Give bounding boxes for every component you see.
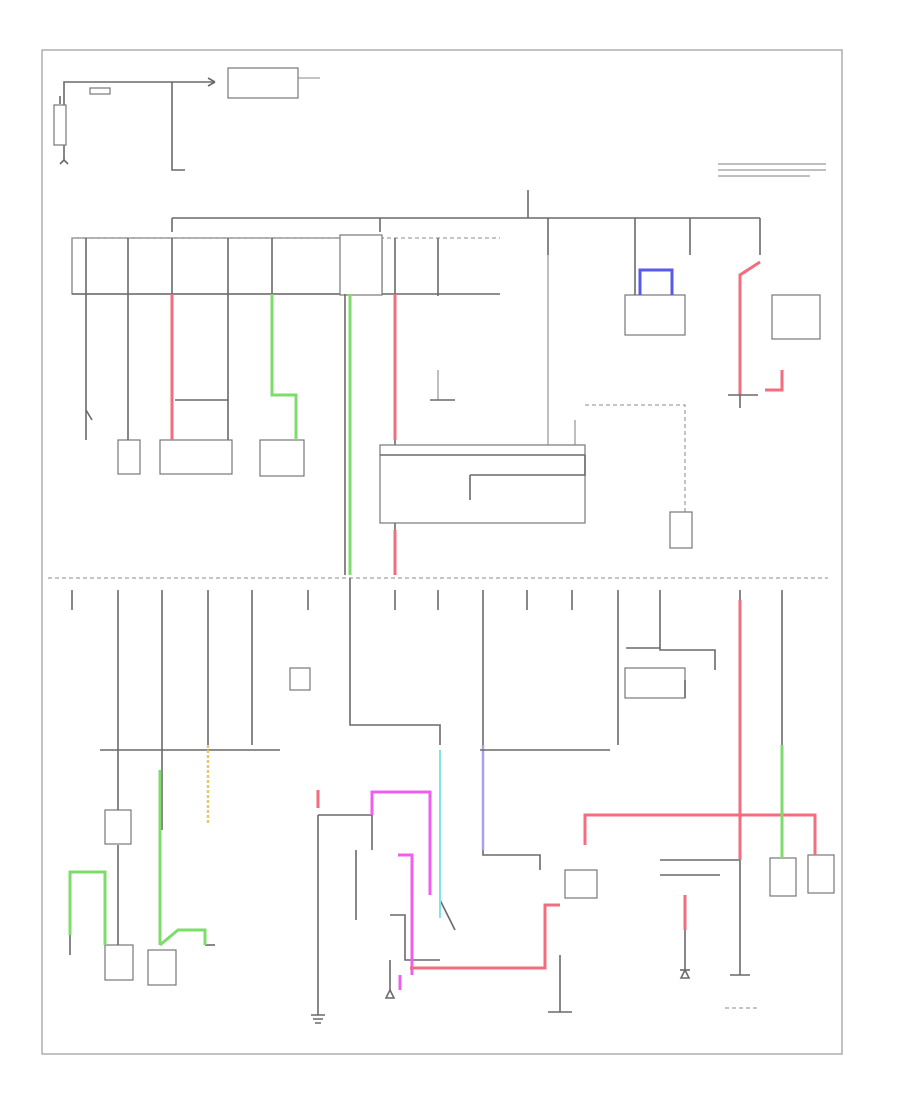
battery bbox=[53, 104, 67, 146]
fuse-relay-box-top bbox=[71, 234, 500, 296]
red-circuit-d bbox=[738, 260, 761, 395]
red-circuit-g bbox=[410, 903, 560, 970]
lower-left-section bbox=[69, 745, 280, 986]
blue-circuit bbox=[638, 268, 674, 295]
center-right-bottom bbox=[480, 749, 610, 1013]
headlight-relay bbox=[259, 439, 305, 477]
right-upper-relays bbox=[624, 255, 821, 549]
green-circuit-a bbox=[270, 294, 298, 440]
green-circuit-e bbox=[159, 928, 207, 947]
green-circuit-d bbox=[68, 870, 107, 945]
red-circuit-h bbox=[583, 813, 817, 855]
power-window-relay bbox=[289, 647, 686, 699]
battery-section bbox=[53, 67, 320, 171]
starter-relay bbox=[624, 294, 686, 336]
left-branch-circuits bbox=[85, 294, 439, 575]
right-bottom-section bbox=[660, 854, 835, 1009]
center-bottom-section bbox=[317, 750, 456, 990]
red-circuit-e bbox=[765, 370, 784, 392]
ecm-pcm bbox=[379, 255, 686, 525]
ground-symbols bbox=[311, 968, 691, 1024]
starter-cut-relay bbox=[227, 67, 299, 99]
lower-fuse-drops bbox=[71, 578, 783, 975]
diagram-frame bbox=[41, 49, 843, 1055]
main-power-bus bbox=[171, 190, 761, 255]
blower-motor-relay bbox=[159, 439, 233, 475]
magenta-circuit bbox=[370, 790, 432, 990]
note-text-lines bbox=[718, 163, 826, 177]
